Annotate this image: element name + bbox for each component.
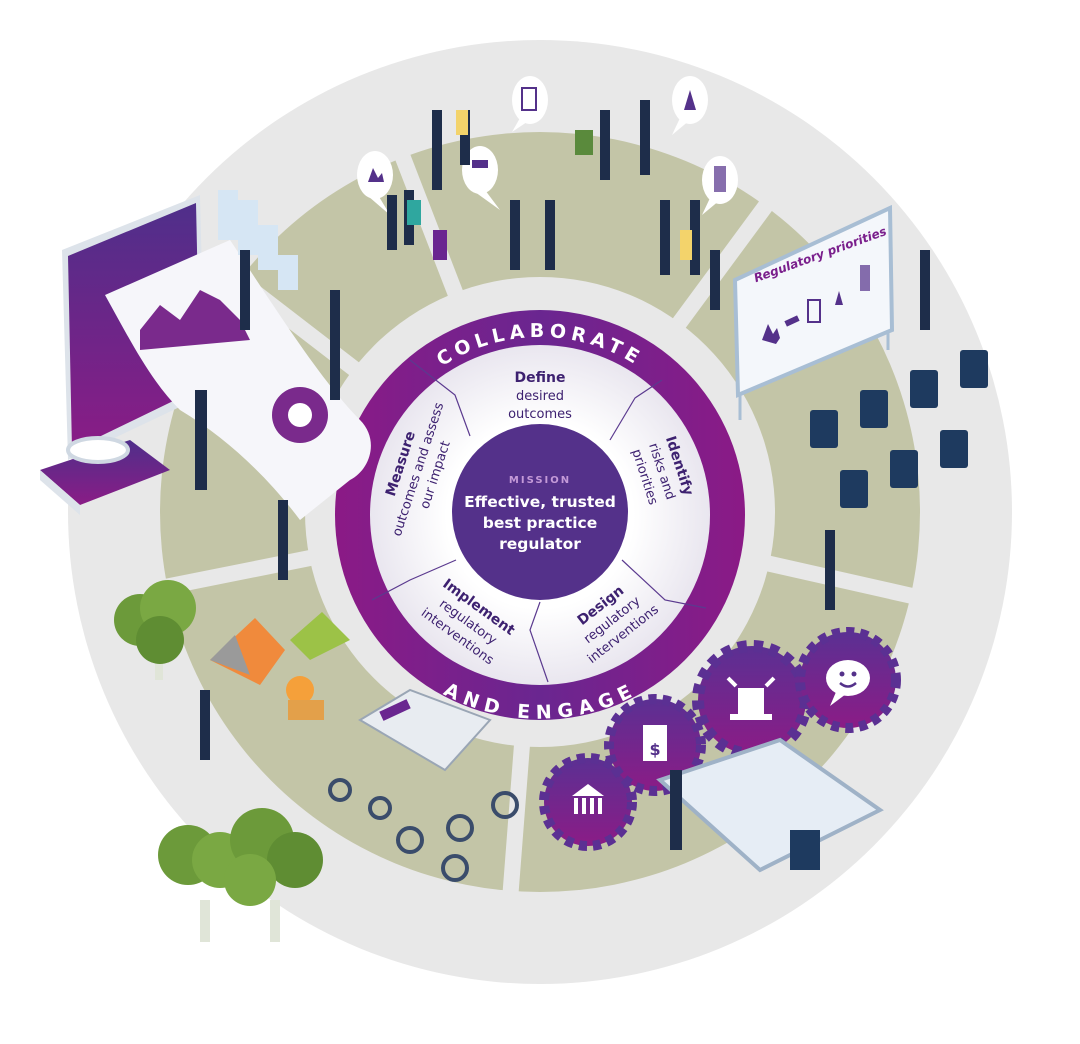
plant-icon (835, 291, 843, 305)
segment-dividers (371, 359, 707, 683)
trees (114, 580, 323, 942)
plant-icon (684, 90, 696, 110)
bank-icon (572, 784, 604, 814)
speech-bubbles (357, 76, 738, 215)
bubble-plant (672, 76, 708, 135)
caged-bird-icon (521, 87, 537, 111)
svg-text:$: $ (649, 740, 660, 759)
chainsaw-icon (472, 160, 488, 168)
mission-circle (452, 424, 628, 600)
svg-text:outcomes: outcomes (508, 407, 572, 422)
patrol-vehicle (358, 688, 492, 772)
board-icons (762, 265, 870, 344)
audience-seating (810, 350, 988, 508)
gears-group: $ (539, 627, 901, 851)
mission-line-1: Effective, trusted (464, 493, 616, 511)
mission-kicker: MISSION (508, 475, 572, 486)
svg-text:desired: desired (516, 389, 564, 404)
people (195, 100, 930, 850)
campsite (210, 612, 350, 720)
mission-statement: MISSION Effective, trusted best practice… (452, 430, 628, 600)
fire-icon (762, 324, 780, 344)
siren-icon (726, 676, 776, 720)
bubble-pattern (702, 156, 738, 215)
invoice-dollar-icon: $ (643, 725, 667, 761)
tablet-device (40, 436, 170, 515)
bar-blocks (218, 190, 298, 290)
pattern-icon (714, 166, 726, 192)
mission-line-3: regulator (499, 535, 581, 553)
regulatory-priorities-board[interactable] (732, 204, 895, 420)
bubble-fire (357, 151, 393, 215)
caged-bird-icon (807, 299, 821, 323)
pattern-icon (860, 265, 870, 291)
mission-line-2: best practice (482, 514, 598, 532)
svg-text:Define: Define (515, 370, 566, 386)
chainsaw-icon (784, 315, 800, 327)
fire-icon (368, 168, 384, 182)
bubble-bird (512, 76, 548, 132)
monitor-dashboard (62, 195, 371, 520)
motorbikes (328, 778, 519, 882)
meeting-table (656, 737, 884, 873)
segment-define: Define desired outcomes (508, 370, 572, 422)
smiley-speech-icon (826, 660, 870, 706)
bubble-chainsaw (462, 146, 500, 210)
